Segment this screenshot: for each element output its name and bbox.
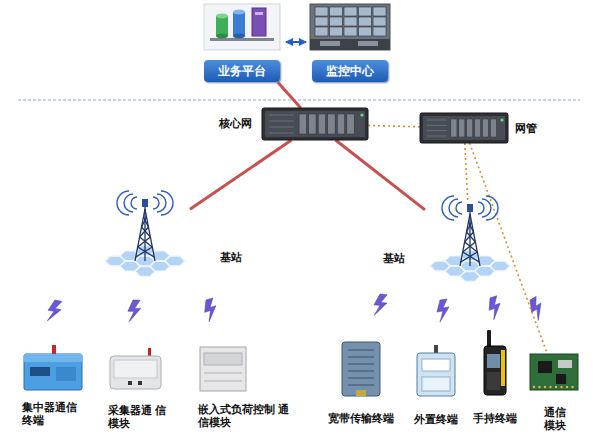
terminal-device: 外置终端	[415, 345, 457, 397]
node-label: 通信 模块	[540, 406, 570, 432]
server-illustration	[262, 108, 368, 140]
node-label: 集中器通信 终端	[22, 401, 88, 427]
server-node: 网管	[420, 113, 508, 143]
server-node: 核心网	[262, 108, 368, 140]
connector	[286, 41, 306, 43]
monitor-node: 监控中心	[306, 2, 394, 82]
node-label: 手持终端	[465, 412, 525, 425]
base-station: 基站	[425, 200, 515, 290]
node-label: 外置终端	[406, 413, 466, 426]
platform-illustration	[198, 2, 286, 52]
lightning-bolt	[437, 299, 449, 322]
terminal-device: 手持终端	[482, 330, 508, 396]
connector	[465, 143, 468, 200]
node-label: 宽带传输终端	[321, 412, 401, 425]
module-illustration	[528, 352, 580, 392]
node-label: 核心网	[206, 117, 252, 130]
lightning-bolt	[203, 298, 218, 322]
connector	[470, 143, 547, 352]
connector	[335, 140, 425, 210]
terminal-device: 集中器通信 终端	[22, 345, 84, 391]
node-label: 监控中心	[312, 60, 388, 82]
terminal-device: 宽带传输终端	[340, 340, 382, 398]
node-label: 业务平台	[204, 60, 280, 82]
terminal-device: 通信 模块	[528, 352, 580, 392]
lightning-bolt	[371, 292, 389, 317]
node-label: 基站	[220, 251, 250, 264]
concentrator-illustration	[22, 345, 84, 391]
collector-illustration	[108, 348, 163, 390]
lightning-bolt	[487, 295, 503, 320]
tower-illustration	[425, 200, 515, 290]
terminal-device: 嵌入式负荷控制 通信模块	[198, 345, 248, 393]
broadband-illustration	[340, 340, 382, 398]
monitor-illustration	[306, 2, 394, 52]
node-label: 基站	[383, 252, 413, 265]
connector	[190, 140, 292, 209]
handheld-illustration	[482, 330, 508, 396]
external-illustration	[415, 345, 457, 397]
tower-illustration	[100, 195, 190, 285]
connector	[278, 82, 301, 108]
node-label: 嵌入式负荷控制 通信模块	[198, 403, 290, 429]
base-station: 基站	[100, 195, 190, 285]
server-illustration	[420, 113, 508, 143]
connector	[368, 125, 420, 126]
embedded-illustration	[198, 345, 248, 393]
platform-node: 业务平台	[198, 2, 286, 82]
node-label: 采集器通 信模块	[108, 404, 168, 430]
lightning-bolt	[45, 298, 64, 324]
terminal-device: 采集器通 信模块	[108, 348, 163, 390]
lightning-bolt	[126, 298, 142, 323]
node-label: 网管	[515, 122, 545, 135]
divider-line	[18, 100, 580, 101]
